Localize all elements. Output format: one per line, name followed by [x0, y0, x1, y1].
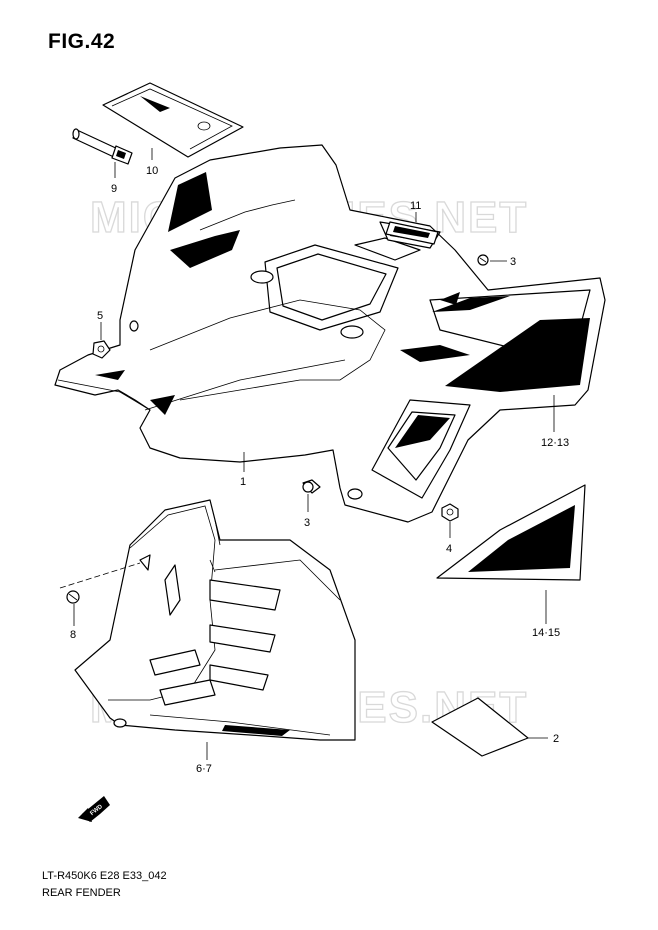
leader-lines	[59, 148, 555, 760]
label-part-9: 9	[111, 183, 117, 195]
diagram-code: LT-R450K6 E28 E33_042	[42, 870, 167, 882]
label-part-6-7: 6·7	[196, 763, 212, 775]
label-part-4: 4	[446, 543, 452, 555]
part-3-screw-upper	[477, 254, 489, 266]
figure-title: FIG.42	[48, 30, 116, 53]
label-part-8: 8	[70, 629, 76, 641]
label-part-5: 5	[97, 310, 103, 322]
part-14-15-side-decal	[436, 484, 586, 581]
part-1-rear-fender	[54, 144, 606, 523]
part-6-7-mud-guard	[74, 499, 356, 741]
diagram-description: REAR FENDER	[42, 887, 121, 899]
part-8-screw	[66, 590, 80, 604]
label-part-2: 2	[553, 733, 559, 745]
label-part-1: 1	[240, 476, 246, 488]
label-part-3-lower: 3	[304, 517, 310, 529]
fwd-arrow-icon: FWD	[78, 796, 110, 822]
label-part-11: 11	[410, 200, 421, 212]
part-5-fastener	[92, 340, 111, 359]
label-part-14-15: 14·15	[532, 627, 560, 639]
part-10-pad	[102, 82, 244, 158]
label-part-12-13: 12·13	[541, 437, 569, 449]
part-11-emblem	[385, 221, 439, 245]
label-part-10: 10	[146, 165, 158, 177]
label-part-3-upper: 3	[510, 256, 516, 268]
part-9-bolt	[72, 128, 133, 165]
part-4-nut	[441, 503, 459, 522]
part-3-screw-lower	[302, 479, 321, 494]
